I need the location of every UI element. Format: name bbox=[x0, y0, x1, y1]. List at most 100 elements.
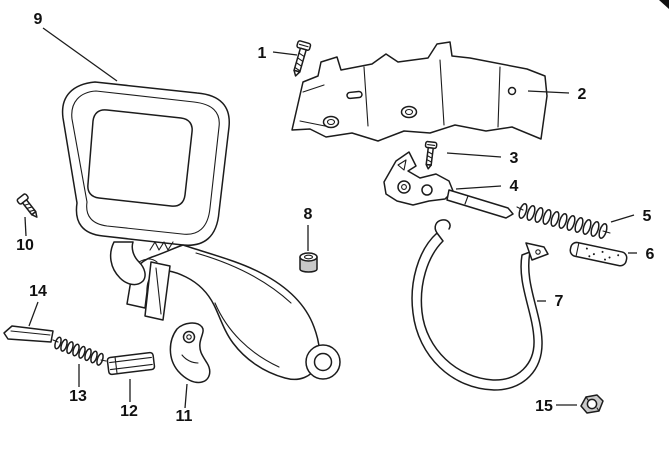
page-corner-mark bbox=[659, 0, 669, 9]
knurl-dot bbox=[617, 254, 620, 257]
part-screw-left bbox=[16, 193, 38, 218]
knurl-dot bbox=[608, 256, 611, 259]
brake-band-end-fitting bbox=[525, 242, 549, 261]
screw-threads bbox=[23, 203, 36, 213]
trigger-spring-zigzag bbox=[149, 241, 174, 251]
anchor-bracket-outline bbox=[383, 151, 454, 206]
spring-coil bbox=[54, 336, 62, 350]
screw-threads bbox=[426, 151, 434, 163]
anchor-bracket-hole-1-inner bbox=[401, 184, 407, 190]
housing-boss-outer bbox=[305, 344, 341, 380]
spring-coil bbox=[558, 213, 568, 229]
callout-label-7: 7 bbox=[555, 293, 564, 310]
spring-coil bbox=[518, 203, 528, 219]
leader-line-9 bbox=[42, 27, 118, 82]
anchor-bracket-hole-1 bbox=[397, 180, 411, 194]
part-brake-lever bbox=[169, 322, 211, 384]
part-spacer-nut bbox=[106, 351, 156, 376]
hex-nut-facet-lines bbox=[585, 396, 600, 412]
callout-label-9: 9 bbox=[34, 11, 43, 28]
spacer-nut-facet-lines bbox=[109, 356, 153, 371]
spring-coil bbox=[566, 215, 576, 231]
cover-plate-outline bbox=[291, 41, 548, 142]
cover-plate-rib-1 bbox=[363, 66, 369, 127]
part-hex-nut bbox=[580, 394, 604, 414]
callout-label-11: 11 bbox=[176, 408, 193, 425]
screw-threads bbox=[294, 52, 305, 72]
cover-plate-boss-hole-1-inner bbox=[326, 118, 336, 126]
cover-plate-rib-3 bbox=[497, 66, 501, 128]
callout-leader-lines bbox=[24, 27, 637, 409]
callout-label-5: 5 bbox=[643, 208, 652, 225]
brake-lever-detail-line bbox=[181, 354, 199, 364]
spring-coil bbox=[60, 338, 68, 352]
knurl-dot bbox=[603, 258, 606, 261]
housing-contour-line-1 bbox=[195, 252, 292, 304]
leader-line-3 bbox=[446, 152, 502, 158]
anchor-bracket-pin-collar bbox=[464, 195, 469, 205]
screw-tip bbox=[31, 210, 38, 218]
spring-coil bbox=[90, 350, 98, 364]
callout-label-12: 12 bbox=[120, 403, 138, 420]
housing-boss-inner bbox=[313, 352, 333, 372]
cover-plate-rib-2 bbox=[439, 59, 445, 126]
callout-label-14: 14 bbox=[29, 283, 47, 300]
spring-coil bbox=[534, 207, 544, 223]
lever-bracket-rib bbox=[155, 267, 162, 315]
handle-window-opening bbox=[87, 109, 193, 207]
trigger-outline bbox=[109, 241, 146, 286]
grommet-top bbox=[299, 252, 318, 262]
small-spring-end-tick-right bbox=[100, 359, 107, 362]
coil-spring-end-right bbox=[602, 230, 611, 234]
part-brake-band bbox=[411, 219, 549, 391]
leader-line-4 bbox=[455, 185, 502, 190]
screw-head-slot bbox=[427, 143, 436, 146]
cover-plate-boss-hole-1 bbox=[322, 115, 340, 129]
spring-coil bbox=[72, 343, 80, 357]
brake-band-hook-end bbox=[434, 219, 451, 234]
screw-tip bbox=[425, 163, 432, 170]
spring-coil bbox=[574, 217, 584, 233]
anchor-bracket-hole-2 bbox=[421, 184, 433, 196]
spring-coil bbox=[550, 211, 560, 227]
knurl-dot bbox=[592, 253, 595, 256]
part-small-spring bbox=[52, 336, 107, 366]
leader-line-5 bbox=[610, 214, 635, 223]
callout-label-10: 10 bbox=[16, 237, 34, 254]
part-screw-top bbox=[293, 40, 312, 77]
callout-label-3: 3 bbox=[510, 150, 519, 167]
cover-plate-boss-hole-2 bbox=[400, 105, 418, 119]
part-trigger-detail bbox=[109, 241, 174, 286]
spring-coil bbox=[66, 341, 74, 355]
trigger-curl-line bbox=[138, 258, 158, 263]
brake-lever-outline bbox=[169, 322, 211, 384]
knurl-dot bbox=[601, 250, 604, 253]
callout-label-8: 8 bbox=[304, 206, 313, 223]
spacer-nut-body bbox=[106, 351, 156, 376]
housing-body-outline bbox=[126, 244, 321, 381]
cover-plate-small-hole bbox=[507, 86, 517, 96]
grommet-top-inner bbox=[303, 254, 314, 260]
housing-contour-line-2 bbox=[214, 302, 280, 368]
anchor-bracket-pin bbox=[446, 189, 514, 219]
brake-lever-hole bbox=[182, 330, 196, 344]
part-housing-body bbox=[126, 244, 341, 381]
part-knurled-pin bbox=[569, 241, 628, 267]
callout-label-4: 4 bbox=[510, 178, 519, 195]
anchor-bracket-triangle-hole bbox=[397, 159, 407, 171]
brake-band-loop bbox=[411, 232, 543, 391]
spring-coil bbox=[590, 221, 600, 237]
callout-labels: 1 2 3 4 5 6 7 8 9 10 11 12 13 14 15 bbox=[16, 11, 654, 425]
cover-plate-slot bbox=[346, 90, 363, 100]
leader-line-10 bbox=[24, 216, 27, 237]
callout-label-1: 1 bbox=[258, 45, 267, 62]
callout-label-15: 15 bbox=[535, 398, 553, 415]
callout-label-2: 2 bbox=[578, 86, 587, 103]
leader-line-11 bbox=[184, 383, 188, 409]
cover-plate-fold-line-1 bbox=[302, 84, 325, 93]
brake-lever-hole-inner bbox=[186, 334, 192, 340]
spring-coil bbox=[526, 205, 536, 221]
spring-coil bbox=[542, 209, 552, 225]
